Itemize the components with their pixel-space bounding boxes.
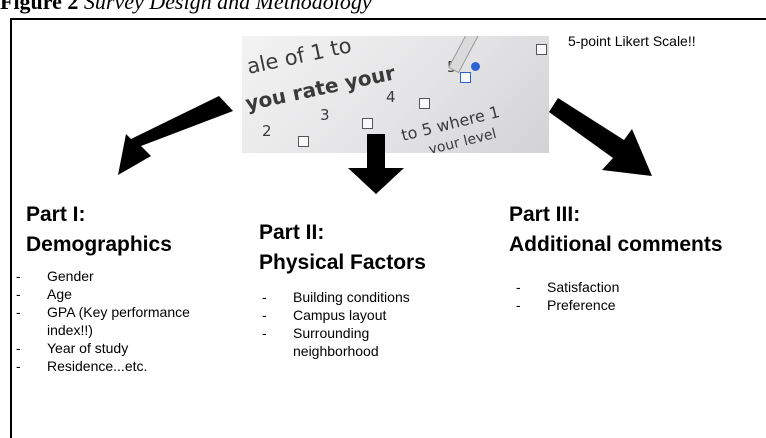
part-1-heading: Part I: (26, 203, 86, 226)
part-1-list: -Gender -Age -GPA (Key performance index… (16, 267, 226, 375)
photo-number-4: 4 (386, 88, 396, 106)
photo-checkbox (298, 136, 309, 147)
arrow-down-icon (348, 134, 404, 194)
part-3-heading: Part III: (509, 203, 581, 226)
list-item: -Age (16, 286, 72, 302)
list-item: -GPA (Key performance index!!) (16, 304, 190, 338)
photo-checkbox (536, 44, 547, 55)
arrow-right-icon (549, 98, 652, 176)
list-item: -Gender (16, 268, 94, 284)
part-2-heading: Part II: (259, 221, 325, 244)
list-item: -Residence...etc. (16, 358, 148, 374)
survey-form-photo: ale of 1 to you rate your 2 3 4 5 to 5 w… (242, 36, 549, 153)
part-2-title: Part II: Physical Factors (259, 218, 426, 278)
photo-checkbox (419, 98, 430, 109)
photo-number-3: 3 (320, 106, 330, 124)
photo-checkbox (460, 72, 471, 83)
figure-caption: Figure 2 Survey Design and Methodology (0, 0, 372, 17)
pen-tip-icon (471, 62, 480, 71)
part-1-title: Part I: Demographics (26, 200, 172, 260)
part-2-subheading: Physical Factors (259, 251, 426, 274)
part-3-subheading: Additional comments (509, 233, 723, 256)
figure-number: Figure 2 (0, 0, 79, 14)
likert-scale-note: 5-point Likert Scale!! (568, 33, 696, 49)
part-3-list: -Satisfaction -Preference (516, 278, 716, 314)
part-2-list: -Building conditions -Campus layout -Sur… (262, 288, 462, 360)
diagram-frame (10, 18, 766, 438)
arrows-layer (118, 96, 652, 194)
list-item: -Satisfaction (516, 279, 620, 295)
list-item: -Preference (516, 297, 616, 313)
list-item: -Building conditions (262, 289, 410, 305)
photo-checkbox (362, 118, 373, 129)
list-item: -Campus layout (262, 307, 387, 323)
list-item: -Year of study (16, 340, 129, 356)
photo-number-2: 2 (262, 122, 272, 140)
figure-subtitle: Survey Design and Methodology (83, 0, 372, 14)
part-3-title: Part III: Additional comments (509, 200, 723, 260)
list-item: -Surrounding neighborhood (262, 325, 379, 359)
arrow-left-icon (118, 96, 233, 175)
part-1-subheading: Demographics (26, 233, 172, 256)
